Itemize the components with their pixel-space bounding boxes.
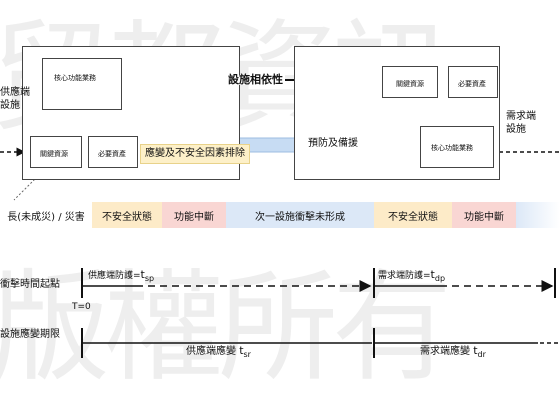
demander-necessary-label: 必要資產 [458,80,486,88]
demander-response-sub: dr [477,350,486,359]
adaptation-label: 應變及不安全因素排除 [140,144,250,164]
supplier-core-business [42,58,122,110]
demander-defense-label: 需求端防護=tdp [378,268,446,284]
demander-key-resource [382,66,438,98]
supplier-facility-label: 供應端 設施 [0,87,30,111]
supplier-response-sub: sr [243,350,251,359]
prevention-label: 預防及備援 [308,138,358,149]
t0-label: T=0 [72,302,91,312]
timeline-seg-tail [516,202,560,228]
supplier-necessary-label: 必要資產 [98,150,126,158]
supplier-defense-label: 供應端防護=tsp [88,268,155,284]
supplier-response-label: 供應端應變 tsr [186,344,251,360]
timeline-seg-unsafe-2: 不安全狀態 [374,202,452,228]
demander-facility-label: 需求端 設施 [506,111,536,135]
supplier-necessary-asset [88,136,138,168]
demander-core-label: 核心功能業務 [431,144,473,152]
demander-defense-text: 需求端防護= [378,271,431,281]
supplier-key-resource [30,136,82,168]
demander-response-t: t [473,344,478,357]
demander-necessary-asset [448,66,498,98]
demander-key-resource-label: 關鍵資源 [396,80,424,88]
supplier-response-text: 供應端應變 [186,346,236,357]
impact-row-label: 衝擊時間起點 [0,279,60,290]
demander-response-text: 需求端應變 [420,346,470,357]
timeline-seg-interrupt-1: 功能中斷 [162,202,226,228]
timeline-seg-unsafe-1: 不安全狀態 [92,202,162,228]
demander-core-business [420,126,494,168]
demander-response-label: 需求端應變 tdr [420,344,486,360]
response-row-label: 設施應變期限 [0,329,60,340]
supplier-defense-text: 供應端防護= [88,271,141,281]
timeline-seg-disaster: 長(未成災) / 災害 [0,202,92,228]
supplier-core-label: 核心功能業務 [54,74,96,82]
demander-defense-t: t [430,268,435,281]
supplier-key-resource-label: 關鍵資源 [40,150,68,158]
timeline-seg-interrupt-2: 功能中斷 [452,202,516,228]
supplier-response-t: t [239,344,244,357]
supplier-defense-t: t [140,268,145,281]
timeline-seg-next-impact: 次一設施衝擊未形成 [226,202,374,228]
dependency-label: 設施相依性 [226,73,285,86]
demander-defense-sub: dp [434,273,446,283]
supplier-defense-sub: sp [144,273,155,283]
